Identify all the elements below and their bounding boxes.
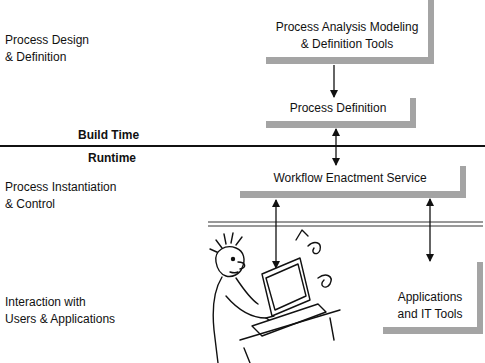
node-text: Applications and IT Tools <box>389 289 471 323</box>
phase-label: Interaction with Users & Applications <box>5 294 119 328</box>
flow-arrow <box>333 65 334 97</box>
flow-arrow <box>335 129 336 165</box>
node-text: Process Analysis Modeling & Definition T… <box>272 19 422 53</box>
phase-label: Process Design & Definition <box>5 32 95 66</box>
process-bar-box: Process Analysis Modeling & Definition T… <box>266 0 434 64</box>
user-arrow <box>275 200 276 268</box>
phase-label: Process Instantiation & Control <box>5 179 121 213</box>
flow-arrow <box>429 199 430 261</box>
process-bar-box: Process Definition <box>266 98 416 128</box>
process-bar-box: Workflow Enactment Service <box>240 166 466 198</box>
divider-line <box>0 145 485 147</box>
node-text: Process Definition <box>290 100 387 117</box>
time-label: Runtime <box>88 150 178 167</box>
node-text: Workflow Enactment Service <box>273 170 426 187</box>
user-cartoon <box>210 230 340 363</box>
process-bar-box: Applications and IT Tools <box>383 262 483 334</box>
time-label: Build Time <box>78 127 168 144</box>
double-line <box>208 222 483 223</box>
double-line <box>208 226 483 227</box>
